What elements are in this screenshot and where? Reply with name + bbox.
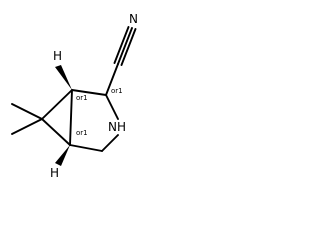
cn-triple-bond-inner-1 — [113, 26, 130, 64]
c5-c6-bond — [41, 118, 71, 146]
methyl-bond-1 — [11, 103, 43, 120]
molecule-structure: N NH H H or1 or1 or1 — [11, 12, 138, 180]
ring-nh-label: NH — [108, 120, 126, 134]
c2-cn-bond — [105, 63, 119, 96]
c1-h-wedge — [55, 65, 72, 90]
top-hydrogen-label: H — [53, 49, 62, 63]
bottom-hydrogen-label: H — [50, 166, 59, 180]
c1-c5-bond — [69, 89, 73, 146]
nitrile-nitrogen-label: N — [129, 12, 138, 26]
c1-c6-bond — [41, 89, 73, 120]
c1-c2-bond — [71, 89, 107, 96]
c4-c5-bond — [69, 144, 103, 152]
c5-h-wedge — [55, 145, 70, 166]
c2-n3-bond — [105, 94, 119, 120]
n3-c4-bond — [101, 134, 119, 152]
cn-triple-bond-inner-2 — [120, 28, 137, 66]
methyl-bond-2 — [11, 118, 43, 135]
cn-triple-bond — [117, 27, 133, 65]
stereo-label-c2: or1 — [111, 87, 123, 95]
stereo-label-c5: or1 — [76, 129, 88, 137]
stereo-label-c1: or1 — [76, 94, 88, 102]
